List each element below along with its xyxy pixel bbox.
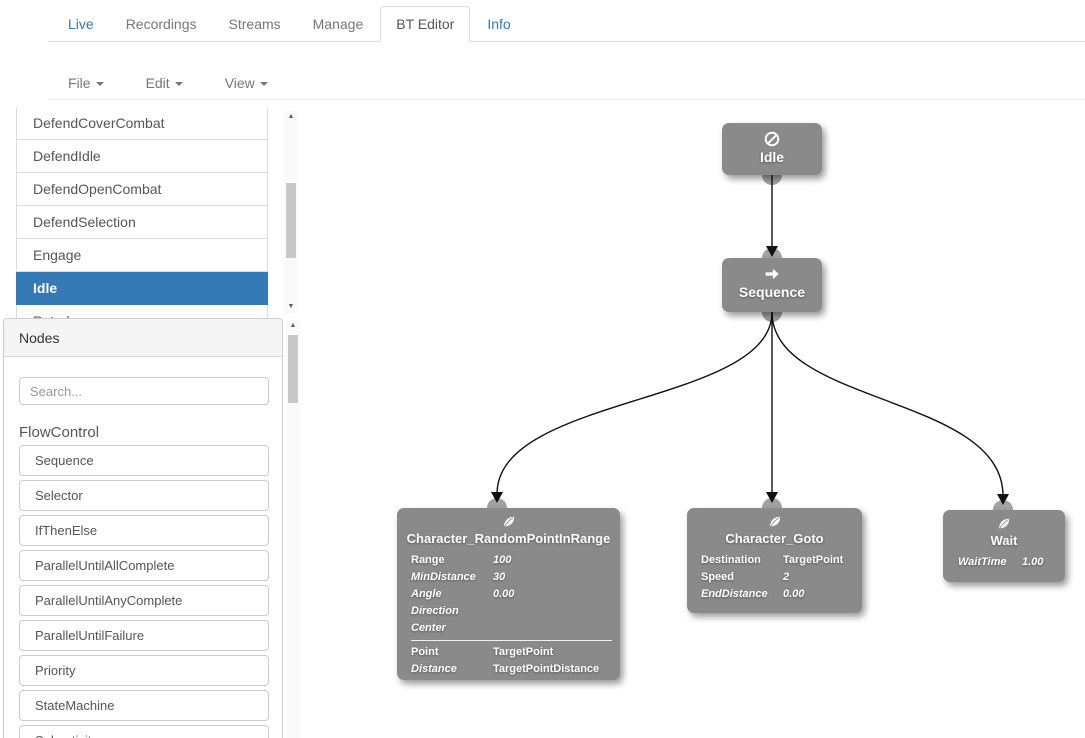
nodes-panel: Nodes FlowControl Sequence Selector IfTh…	[3, 318, 283, 738]
behavior-item-defendopencombat[interactable]: DefendOpenCombat	[16, 173, 268, 206]
tab-manage[interactable]: Manage	[312, 16, 364, 32]
leaf-icon	[998, 518, 1010, 529]
nodes-panel-title: Nodes	[4, 319, 282, 357]
behavior-item-defendidle[interactable]: DefendIdle	[16, 140, 268, 173]
bt-graph-canvas[interactable]: Idle Sequence Character_RandomPointInRan…	[300, 107, 1085, 738]
property-name: Center	[411, 622, 446, 634]
property-name: EndDistance	[701, 588, 768, 600]
property-value: TargetPoint	[783, 554, 844, 566]
node-title: Idle	[759, 149, 785, 165]
tab-streams[interactable]: Streams	[228, 16, 281, 32]
property-value: 100	[493, 554, 512, 566]
tab-bar: Live Recordings Streams Manage BT Editor…	[48, 6, 1085, 42]
node-properties: WaitTime 1.00	[943, 554, 1065, 571]
property-value: 0.00	[783, 588, 805, 600]
node-item-paralleluntilanycomplete[interactable]: ParallelUntilAnyComplete	[19, 585, 269, 616]
caret-down-icon	[174, 81, 183, 86]
menu-file[interactable]: File	[53, 67, 119, 99]
scrollbar-thumb[interactable]	[286, 183, 296, 258]
property-value: 2	[783, 571, 790, 583]
menu-view[interactable]: View	[210, 67, 283, 99]
caret-down-icon	[95, 81, 104, 86]
leaf-icon	[769, 516, 780, 527]
property-value: 30	[493, 571, 506, 583]
menu-edit-label: Edit	[145, 74, 170, 91]
property-name: Range	[411, 554, 445, 566]
node-item-paralleluntilallcomplete[interactable]: ParallelUntilAllComplete	[19, 550, 269, 581]
behavior-list: DefendCoverCombat DefendIdle DefendOpenC…	[16, 107, 268, 338]
edge-sequence-wait	[771, 311, 1004, 497]
menu-edit[interactable]: Edit	[131, 67, 198, 99]
behavior-item-engage[interactable]: Engage	[16, 239, 268, 272]
behavior-list-scrollbar[interactable]: ▲ ▼	[284, 111, 298, 313]
tab-info[interactable]: Info	[487, 16, 511, 32]
bt-node-wait[interactable]: Wait WaitTime 1.00	[943, 510, 1065, 582]
scroll-up-icon[interactable]: ▲	[287, 113, 295, 120]
property-name: Destination	[701, 554, 761, 566]
node-title: Wait	[990, 533, 1018, 548]
behavior-item-defendselection[interactable]: DefendSelection	[16, 206, 268, 239]
arrowhead-icon	[766, 246, 778, 257]
node-search-input[interactable]	[19, 377, 269, 405]
node-title: Character_RandomPointInRange	[406, 531, 611, 546]
nodes-panel-body: FlowControl Sequence Selector IfThenElse…	[4, 357, 282, 738]
property-name: Distance	[411, 663, 457, 675]
node-item-sequence[interactable]: Sequence	[19, 445, 269, 476]
property-name: Speed	[701, 571, 735, 583]
tab-live[interactable]: Live	[68, 16, 94, 32]
property-value: TargetPoint	[493, 646, 554, 658]
flowcontrol-heading: FlowControl	[19, 424, 100, 441]
property-divider	[411, 640, 612, 641]
property-value: TargetPointDistance	[493, 663, 600, 675]
bt-node-idle[interactable]: Idle	[722, 123, 822, 175]
node-title: Sequence	[738, 284, 806, 300]
behavior-item-defendcovercombat[interactable]: DefendCoverCombat	[16, 107, 268, 140]
tab-bt-editor[interactable]: BT Editor	[380, 6, 471, 42]
nodes-panel-scrollbar[interactable]: ▲	[286, 320, 300, 738]
menu-bar: File Edit View	[48, 66, 1085, 100]
property-value: 1.00	[1022, 556, 1044, 568]
bt-node-sequence[interactable]: Sequence	[722, 258, 822, 312]
node-item-priority[interactable]: Priority	[19, 655, 269, 686]
node-item-ifthenelse[interactable]: IfThenElse	[19, 515, 269, 546]
bt-node-character-goto[interactable]: Character_Goto Destination TargetPoint Sp…	[687, 508, 862, 613]
behavior-item-idle-selected[interactable]: Idle	[16, 272, 268, 305]
node-properties: Range 100 MinDistance 30 Angle 0.00 Directi…	[397, 552, 620, 678]
edge-sequence-randompoint	[496, 311, 773, 495]
scroll-up-icon[interactable]: ▲	[289, 322, 297, 329]
bt-node-character-randompointinrange[interactable]: Character_RandomPointInRange Range 100 Mi…	[397, 508, 620, 680]
property-name: MinDistance	[411, 571, 476, 583]
node-properties: Destination TargetPoint Speed 2 EndDistanc…	[687, 552, 862, 603]
arrowhead-icon	[491, 492, 503, 503]
menu-file-label: File	[68, 74, 91, 91]
ban-icon	[764, 131, 780, 147]
property-value: 0.00	[493, 588, 515, 600]
property-name: Direction	[411, 605, 459, 617]
arrow-right-icon	[765, 268, 779, 280]
node-item-selector[interactable]: Selector	[19, 480, 269, 511]
menu-view-label: View	[224, 74, 255, 91]
node-item-subactivity[interactable]: Subactivity	[19, 725, 269, 738]
caret-down-icon	[259, 81, 268, 86]
arrowhead-icon	[997, 494, 1009, 505]
tab-recordings[interactable]: Recordings	[125, 16, 197, 32]
leaf-icon	[503, 516, 514, 527]
scrollbar-thumb[interactable]	[288, 335, 298, 403]
node-item-paralleluntilfailure[interactable]: ParallelUntilFailure	[19, 620, 269, 651]
property-name: Angle	[411, 588, 442, 600]
property-name: WaitTime	[958, 556, 1007, 568]
scroll-down-icon[interactable]: ▼	[287, 303, 295, 310]
node-title: Character_Goto	[725, 531, 824, 546]
property-name: Point	[411, 646, 439, 658]
arrowhead-icon	[766, 492, 778, 503]
node-item-statemachine[interactable]: StateMachine	[19, 690, 269, 721]
